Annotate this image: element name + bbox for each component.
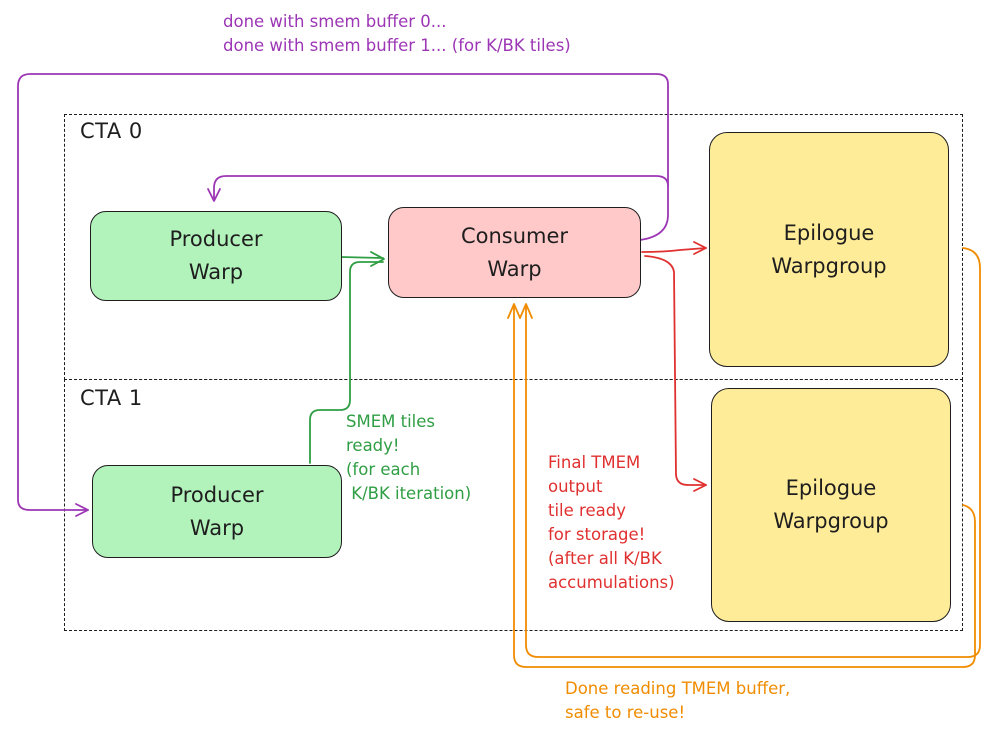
smem-done-line2: done with smem buffer 1... (for K/BK til… [223,36,571,55]
tmem-ready-line6: accumulations) [548,573,675,592]
tmem-done-note: Done reading TMEM buffer, safe to re-use… [565,677,790,725]
cta1-epilogue-line1: Epilogue [785,476,877,501]
cta0-epilogue-warpgroup: Epilogue Warpgroup [709,132,949,367]
purple-arrow-to-cta0-producer [213,175,669,201]
purple-arrowhead-cta0 [207,188,221,202]
cta0-epilogue-line2: Warpgroup [771,253,887,278]
tmem-ready-line4: for storage! [548,525,646,544]
smem-done-note: done with smem buffer 0... done with sme… [223,10,571,58]
cta0-producer-line1: Producer [169,227,263,252]
red-arrow-cta0 [641,247,707,253]
cta0-producer-line2: Warp [188,260,244,284]
cta0-consumer-line1: Consumer [460,223,569,248]
smem-done-line1: done with smem buffer 0... [223,12,447,31]
purple-arrow-to-cta1-producer [17,73,669,511]
red-arrowhead-cta0 [693,241,707,255]
cta0-consumer-warp: Consumer Warp [388,207,641,298]
cta0-producer-warp: Producer Warp [90,211,342,301]
cta1-label: CTA 1 [80,386,143,410]
red-arrowhead-cta1 [693,478,707,492]
cta1-producer-line2: Warp [189,515,245,540]
cta1-epilogue-warpgroup: Epilogue Warpgroup [711,388,951,622]
green-arrowhead [370,251,385,267]
tmem-done-line1: Done reading TMEM buffer, [565,679,791,698]
purple-arrowhead-cta1 [75,503,89,517]
orange-arrow-cta1-epilogue [513,304,976,668]
tmem-ready-line3: tile ready [548,501,626,520]
green-arrow-cta0 [340,256,384,259]
orange-arrowhead-a [507,303,521,319]
cta0-epilogue-line1: Epilogue [783,220,875,245]
tmem-ready-line2: output [548,477,603,496]
smem-ready-line2: ready! [346,436,400,455]
tmem-ready-note: Final TMEM output tile ready for storage… [548,451,675,595]
tmem-done-line2: safe to re-use! [565,703,686,722]
orange-arrowhead-b [519,303,533,319]
tmem-ready-line5: (after all K/BK [548,549,662,568]
cta1-producer-warp: Producer Warp [92,465,342,558]
smem-ready-note: SMEM tiles ready! (for each K/BK iterati… [346,410,471,506]
red-arrow-cta1 [644,255,707,486]
smem-ready-line1: SMEM tiles [346,412,436,431]
cta0-consumer-line2: Warp [487,256,542,281]
cta0-label: CTA 0 [80,119,143,143]
smem-ready-line3: (for each [346,460,421,479]
tmem-ready-line1: Final TMEM [548,453,641,472]
smem-ready-line4: K/BK iteration) [346,484,472,503]
orange-arrow-cta0-epilogue [525,247,981,658]
cta1-producer-line1: Producer [170,482,264,507]
green-arrow-cta1 [309,261,384,464]
cta1-epilogue-line2: Warpgroup [773,509,889,533]
